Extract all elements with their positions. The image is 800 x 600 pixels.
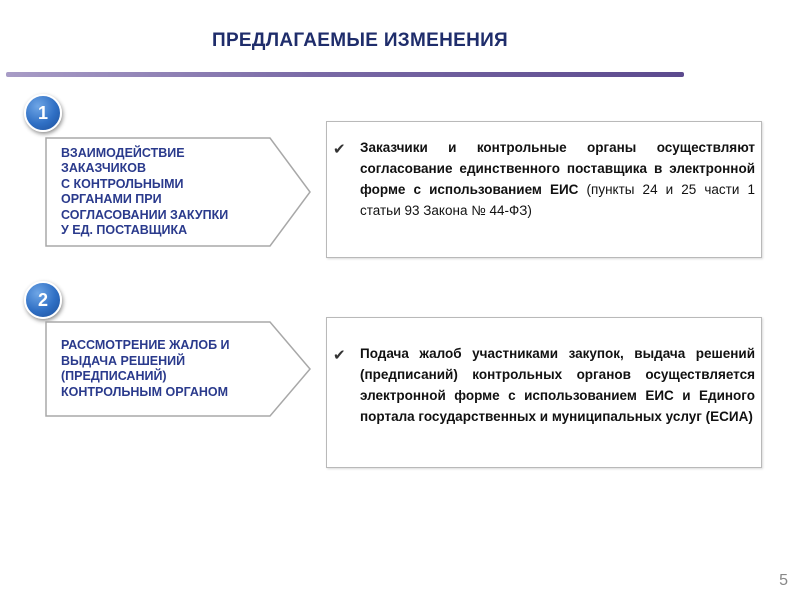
arrow-text-2: РАССМОТРЕНИЕ ЖАЛОБ И ВЫДАЧА РЕШЕНИЙ (ПРЕ… xyxy=(61,338,230,399)
title-underline xyxy=(6,72,684,77)
description-text-1: Заказчики и контрольные органы осуществл… xyxy=(360,140,755,218)
check-icon: ✔ xyxy=(333,141,346,158)
arrow-text-1: ВЗАИМОДЕЙСТВИЕ ЗАКАЗЧИКОВ С КОНТРОЛЬНЫМИ… xyxy=(61,145,229,238)
arrow-shape-2: РАССМОТРЕНИЕ ЖАЛОБ И ВЫДАЧА РЕШЕНИЙ (ПРЕ… xyxy=(44,320,314,432)
check-icon: ✔ xyxy=(333,347,346,364)
page-number: 5 xyxy=(779,572,788,589)
number-badge-2: 2 xyxy=(24,281,62,319)
number-badge-1: 1 xyxy=(24,94,62,132)
arrow-shape-1: ВЗАИМОДЕЙСТВИЕ ЗАКАЗЧИКОВ С КОНТРОЛЬНЫМИ… xyxy=(44,136,314,248)
description-text-2: Подача жалоб участниками закупок, выдача… xyxy=(360,346,755,424)
slide-title: ПРЕДЛАГАЕМЫЕ ИЗМЕНЕНИЯ xyxy=(211,30,509,51)
description-box-1: ✔ Заказчики и контрольные органы осущест… xyxy=(326,121,762,258)
description-box-2: ✔ Подача жалоб участниками закупок, выда… xyxy=(326,317,762,468)
